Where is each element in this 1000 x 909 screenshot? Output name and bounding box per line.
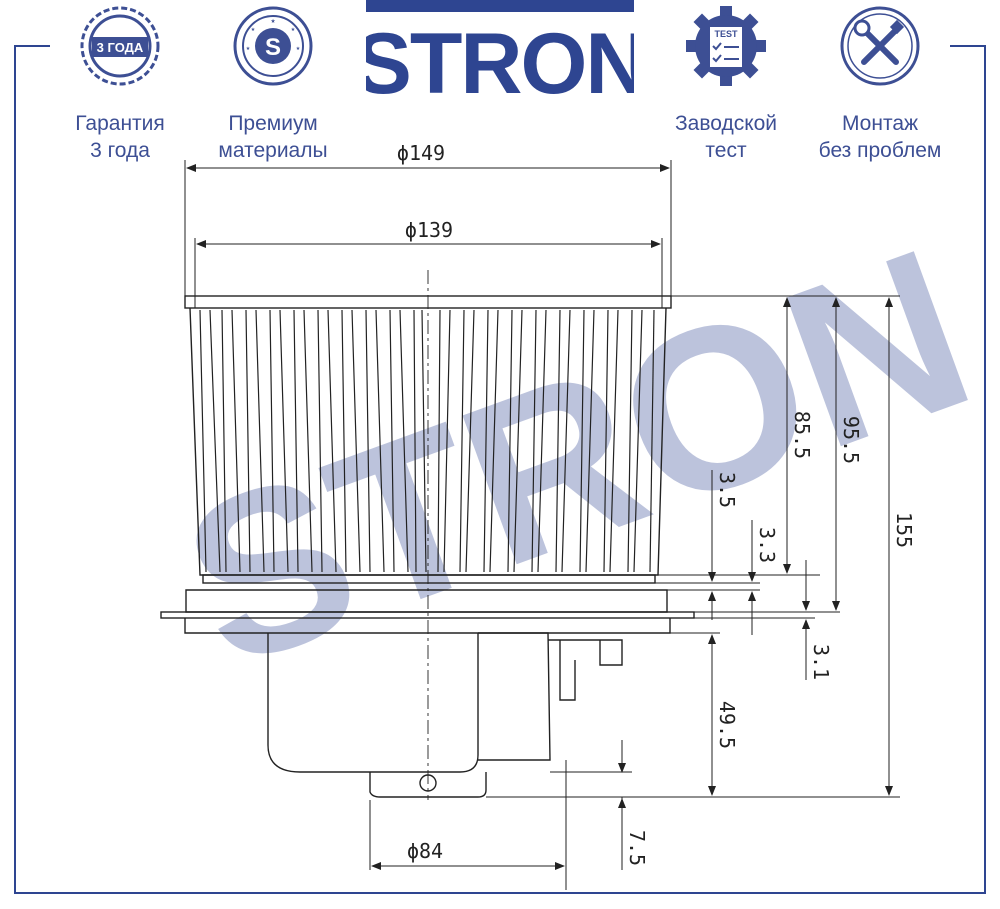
badge-installation: Монтаж без проблем xyxy=(815,4,945,164)
badge-factory-test: TEST Заводской тест xyxy=(661,4,791,164)
dim-84: ϕ84 xyxy=(407,839,443,863)
dimension-lines xyxy=(186,164,893,870)
dim-3-5: 3.5 xyxy=(715,472,739,508)
warranty-seal-text: 3 ГОДА xyxy=(97,40,144,55)
brand-logo: STRON xyxy=(366,0,634,96)
star-icon: ★ xyxy=(271,16,276,25)
frame-bottom xyxy=(14,892,986,894)
badge-premium-line2: материалы xyxy=(218,139,328,162)
dim-3-3: 3.3 xyxy=(755,527,779,563)
premium-s-icon: S ★ ★ ★ ★ ★ xyxy=(233,6,313,86)
brand-name: STRON xyxy=(366,16,634,96)
dim-49-5: 49.5 xyxy=(715,701,739,749)
fan-blades xyxy=(199,309,655,573)
badge-test-line2: тест xyxy=(705,139,747,162)
star-icon: ★ xyxy=(291,25,296,33)
badge-install-line1: Монтаж xyxy=(841,112,919,135)
badge-premium-line1: Премиум xyxy=(228,112,318,135)
star-icon: ★ xyxy=(296,44,301,52)
badge-warranty-line2: 3 года xyxy=(90,139,150,162)
fan-outline xyxy=(160,295,695,798)
tools-wrench-screwdriver-icon xyxy=(840,6,920,86)
star-icon: ★ xyxy=(251,25,256,33)
dim-85-5: 85.5 xyxy=(790,411,814,459)
badge-warranty: 3 ГОДА Гарантия 3 года xyxy=(55,4,185,164)
dim-149: ϕ149 xyxy=(397,141,445,165)
dim-139: ϕ139 xyxy=(405,218,453,242)
dim-95-5: 95.5 xyxy=(839,416,863,464)
badge-warranty-line1: Гарантия xyxy=(75,112,165,135)
badge-premium: S ★ ★ ★ ★ ★ Премиум материалы xyxy=(208,4,338,164)
warranty-seal-icon: 3 ГОДА xyxy=(80,6,160,86)
frame-top-left xyxy=(14,45,50,47)
brand-watermark: STRON xyxy=(155,199,999,716)
premium-s-letter: S xyxy=(265,34,281,61)
dim-7-5: 7.5 xyxy=(625,830,649,866)
frame-top-right xyxy=(950,45,986,47)
frame-left xyxy=(14,45,16,894)
dim-3-1: 3.1 xyxy=(809,644,833,680)
frame-right xyxy=(984,45,986,894)
test-label: TEST xyxy=(714,29,738,39)
factory-test-gear-icon: TEST xyxy=(686,6,766,86)
star-icon: ★ xyxy=(246,44,251,52)
dim-155: 155 xyxy=(892,512,916,548)
badge-install-line2: без проблем xyxy=(818,139,942,162)
badge-test-line1: Заводской xyxy=(674,112,778,135)
